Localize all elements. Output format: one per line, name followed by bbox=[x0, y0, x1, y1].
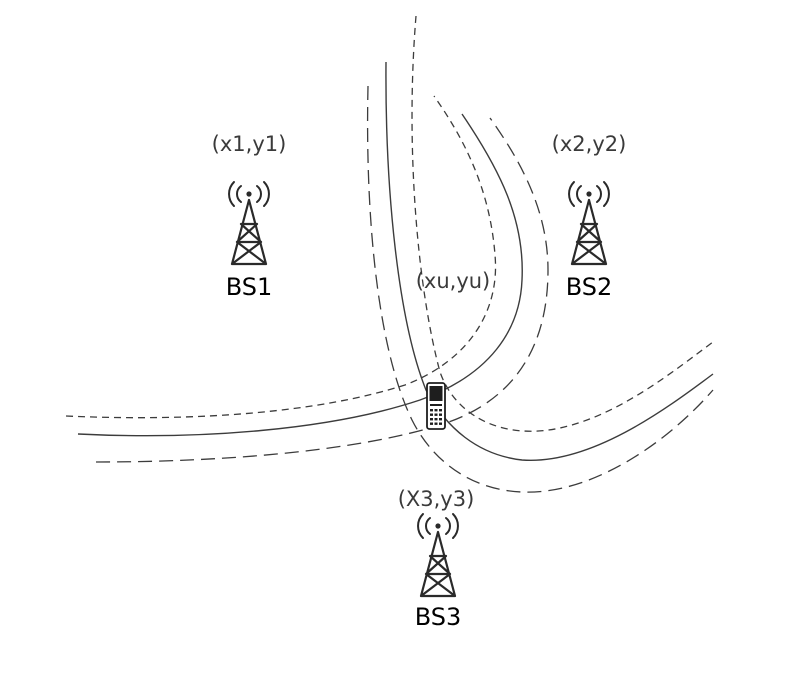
user-coordinate: (xu,yu) bbox=[416, 269, 491, 293]
base-station-bs2: (x2,y2) BS2 bbox=[552, 132, 627, 301]
bs1-label: BS1 bbox=[226, 273, 273, 301]
bs2-label: BS2 bbox=[566, 273, 613, 301]
bs2-coordinate: (x2,y2) bbox=[552, 132, 627, 156]
bs3-label: BS3 bbox=[415, 603, 462, 631]
hyperbola-curves bbox=[65, 15, 714, 493]
bs1-coordinate: (x1,y1) bbox=[212, 132, 287, 156]
antenna-tower-icon bbox=[568, 181, 610, 266]
hyperbola-b-outer-dashed bbox=[95, 117, 549, 463]
hyperbola-a-inner-dashed bbox=[411, 15, 714, 432]
hyperbola-b-solid bbox=[77, 113, 523, 437]
antenna-tower-icon bbox=[417, 513, 459, 598]
hyperbola-b-inner-dashed bbox=[65, 95, 497, 419]
antenna-tower-icon bbox=[228, 181, 270, 266]
base-station-bs1: (x1,y1) BS1 bbox=[212, 132, 287, 301]
hyperbola-a-outer-dashed bbox=[366, 85, 714, 493]
bs3-coordinate: (X3,y3) bbox=[398, 487, 475, 511]
hyperbola-a-solid bbox=[385, 61, 714, 461]
user-device: (xu,yu) bbox=[416, 269, 491, 430]
mobile-phone-icon bbox=[426, 382, 446, 430]
base-station-bs3: (X3,y3) BS3 bbox=[398, 487, 475, 631]
